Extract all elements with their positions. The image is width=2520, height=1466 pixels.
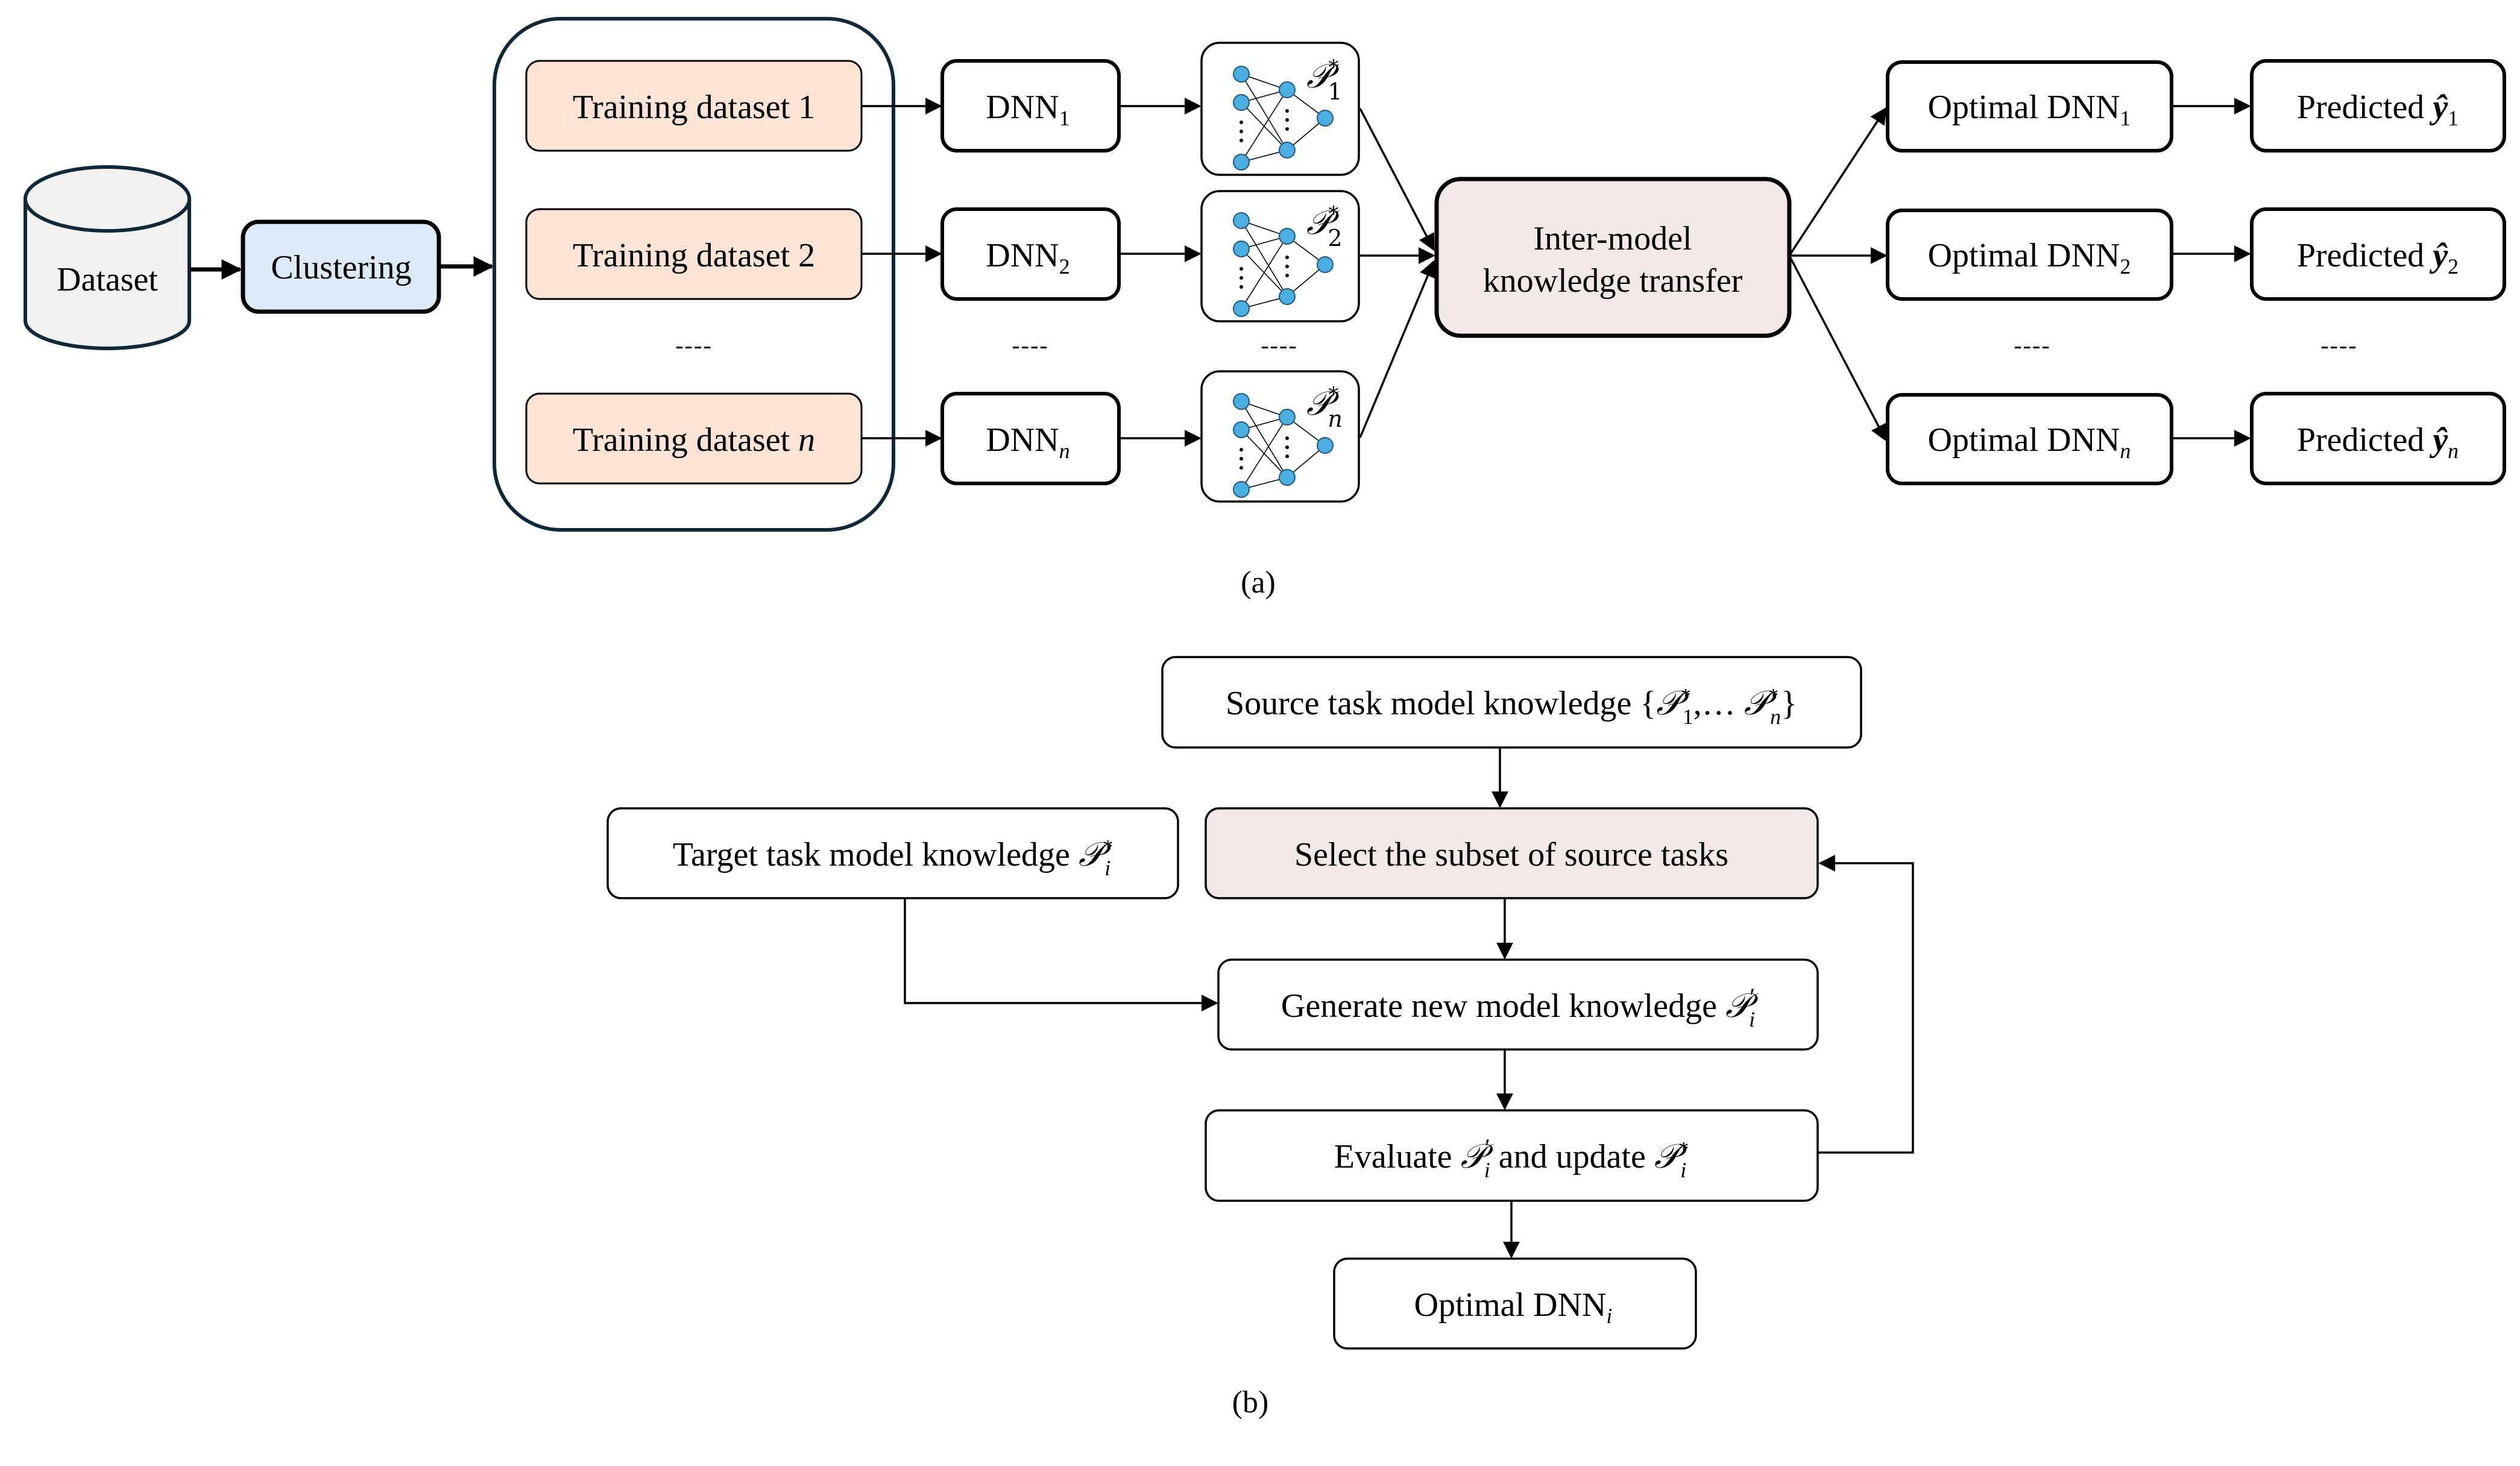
evaluate-update-box: Evaluate 𝒫′i and update 𝒫*i: [1205, 1109, 1819, 1202]
knowledge-n-box: 𝒫*n: [1200, 370, 1360, 503]
arrow-transfer-to-optimal1: [1788, 107, 1887, 256]
inter-model-transfer-box: Inter-model knowledge transfer: [1434, 177, 1792, 338]
optimal-dnn-2-box: Optimal DNN2: [1886, 209, 2173, 301]
svg-text:Predicted ŷ1: Predicted ŷ1: [2297, 89, 2459, 130]
arrow-target-to-generate: [904, 898, 1218, 1011]
clustering-box: Clustering: [241, 219, 441, 314]
dataset-label: Dataset: [57, 261, 158, 298]
training-dataset-n: Training dataset n: [525, 392, 863, 485]
ellipsis-training: ----: [675, 332, 712, 359]
arrow-feedback-loop: [1818, 855, 1914, 1154]
svg-text:Optimal DNNn: Optimal DNNn: [1928, 421, 2131, 463]
ellipsis-knowledge: ----: [1261, 332, 1297, 359]
arrow-transfer-to-optimaln: [1788, 255, 1887, 442]
svg-text:Predicted ŷ2: Predicted ŷ2: [2297, 237, 2459, 278]
predicted-1-box: Predicted ŷ1: [2250, 59, 2506, 153]
knowledge-2-box: 𝒫*2: [1200, 190, 1360, 322]
caption-b: (b): [1232, 1385, 1269, 1420]
optimal-dnn-1-box: Optimal DNN1: [1886, 60, 2173, 153]
svg-text:𝒫*n: 𝒫*n: [1306, 383, 1343, 432]
predicted-2-box: Predicted ŷ2: [2250, 207, 2506, 301]
arrow-knowledgen-to-transfer: [1359, 260, 1436, 438]
caption-a: (a): [1241, 565, 1276, 600]
svg-text:Optimal DNN2: Optimal DNN2: [1928, 237, 2131, 278]
predicted-n-box: Predicted ŷn: [2250, 392, 2506, 485]
dnn-n-box: DNNn: [940, 392, 1121, 485]
source-task-box: Source task model knowledge {𝒫*1,… 𝒫*n}: [1161, 656, 1862, 749]
optimal-dnn-n-box: Optimal DNNn: [1886, 393, 2173, 485]
dnn-1-box: DNN1: [940, 59, 1121, 153]
target-task-box: Target task model knowledge 𝒫*i: [606, 807, 1179, 899]
dataset-cylinder: Dataset: [24, 165, 191, 350]
arrow-knowledge1-to-transfer: [1359, 108, 1435, 251]
svg-text:Training dataset 2: Training dataset 2: [573, 237, 815, 274]
svg-text:Training dataset n: Training dataset n: [573, 421, 815, 459]
ellipsis-predicted: ----: [2320, 332, 2357, 359]
svg-text:Source task model knowledge {�: Source task model knowledge {𝒫*1,… 𝒫*n}: [1226, 684, 1797, 729]
optimal-dnn-i-box: Optimal DNNi: [1333, 1257, 1697, 1350]
transfer-label-line2: knowledge transfer: [1483, 262, 1743, 300]
svg-text:Optimal DNN1: Optimal DNN1: [1928, 89, 2131, 130]
generate-knowledge-box: Generate new model knowledge 𝒫′i: [1217, 958, 1819, 1051]
svg-text:𝒫*1: 𝒫*1: [1306, 55, 1343, 105]
select-subset-box: Select the subset of source tasks: [1205, 807, 1819, 899]
svg-text:Generate new model knowledge �: Generate new model knowledge 𝒫′i: [1281, 983, 1759, 1031]
svg-text:𝒫*2: 𝒫*2: [1306, 202, 1343, 251]
svg-text:Training dataset 1: Training dataset 1: [573, 89, 815, 126]
svg-text:Evaluate 𝒫′i and update 𝒫*i: Evaluate 𝒫′i and update 𝒫*i: [1334, 1134, 1689, 1182]
svg-text:Optimal DNNi: Optimal DNNi: [1414, 1286, 1613, 1328]
svg-text:Predicted ŷn: Predicted ŷn: [2297, 421, 2459, 463]
select-subset-label: Select the subset of source tasks: [1294, 836, 1728, 873]
svg-text:DNN1: DNN1: [986, 89, 1069, 130]
svg-text:DNNn: DNNn: [986, 421, 1069, 463]
svg-text:Target task model knowledge 𝒫: Target task model knowledge 𝒫*i: [673, 835, 1113, 880]
knowledge-1-box: 𝒫*1: [1200, 42, 1360, 176]
dnn-2-box: DNN2: [940, 207, 1121, 301]
svg-text:DNN2: DNN2: [986, 237, 1069, 278]
training-dataset-2: Training dataset 2: [525, 208, 863, 300]
ellipsis-dnn: ----: [1012, 332, 1048, 359]
ellipsis-optimal: ----: [2014, 332, 2050, 359]
clustering-label: Clustering: [271, 249, 411, 286]
transfer-label-line1: Inter-model: [1533, 220, 1692, 257]
training-dataset-1: Training dataset 1: [525, 60, 863, 152]
